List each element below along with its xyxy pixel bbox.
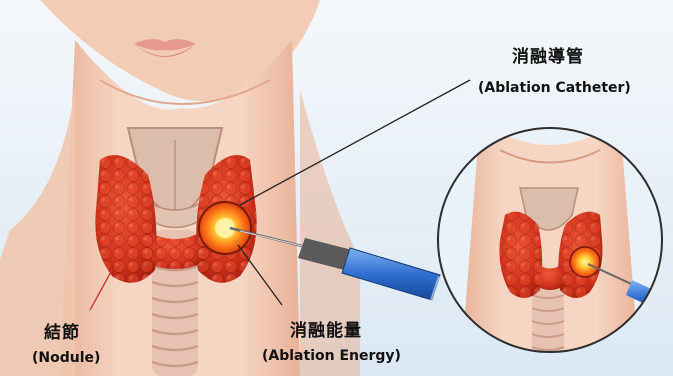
catheter-label-zh: 消融導管 bbox=[512, 42, 584, 67]
energy-label-zh: 消融能量 bbox=[290, 316, 362, 341]
nodule-label-zh: 結節 bbox=[44, 318, 80, 343]
ablation-energy-glow bbox=[199, 202, 251, 254]
nodule-label-en: (Nodule) bbox=[32, 350, 100, 366]
catheter-label-en: (Ablation Catheter) bbox=[478, 80, 631, 96]
energy-label-en: (Ablation Energy) bbox=[262, 348, 401, 364]
